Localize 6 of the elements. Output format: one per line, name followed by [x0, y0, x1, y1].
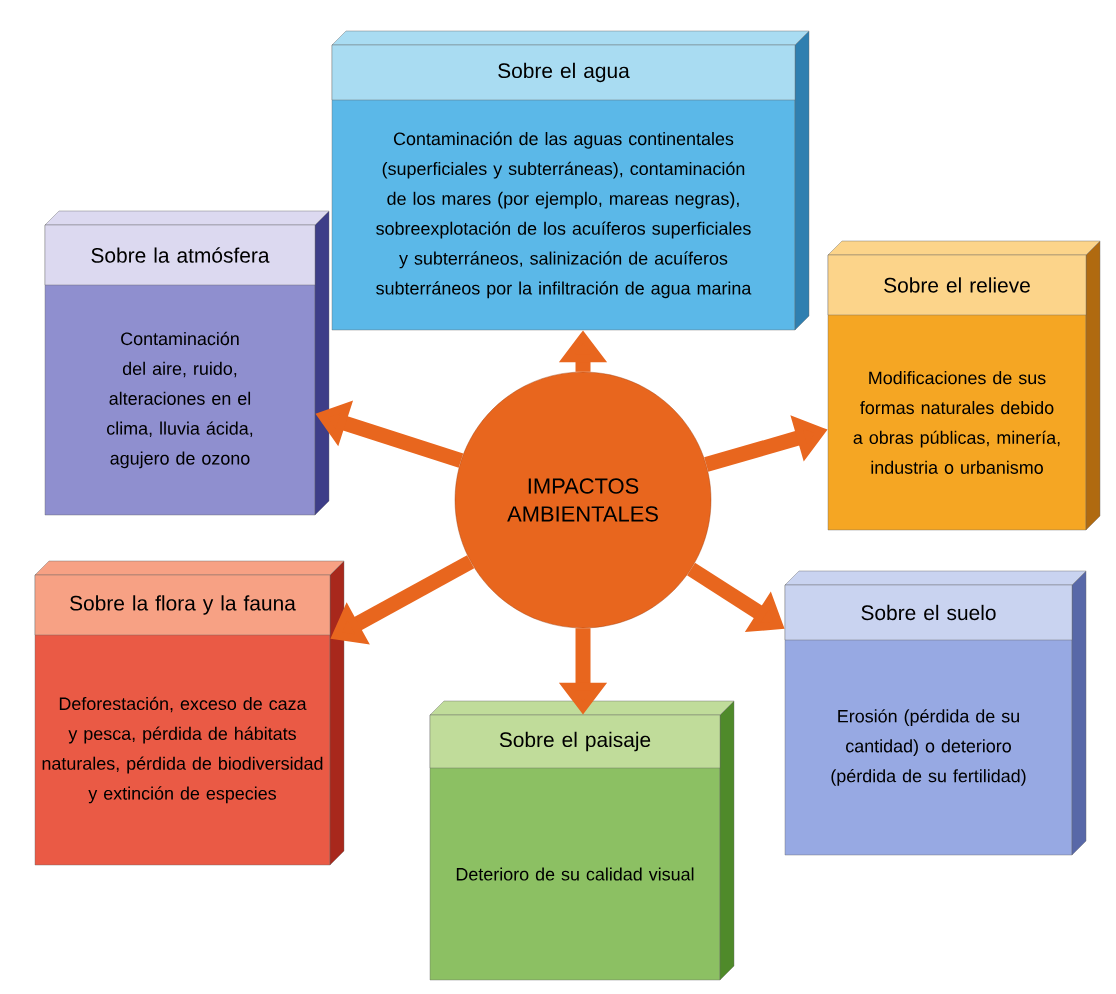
info-box: Sobre la atmósfera Contaminación del aire, ruido, alteraciones en el clima, lluvia ácida, agujero de ozono	[44, 210, 330, 516]
info-box: Sobre la flora y la fauna Deforestación, exceso de caza y pesca, pérdida de hábitats naturales, pérdida de biodiversidad y extinción de especies	[34, 560, 345, 866]
info-box: Sobre el relieve Modificaciones de sus formas naturales debido a obras públicas, minería, industria o urbanismo	[827, 240, 1101, 531]
info-box: Sobre el suelo Erosión (pérdida de su cantidad) o deterioro (pérdida de su fertilidad)	[784, 570, 1087, 856]
info-box: Sobre el agua Contaminación de las aguas continentales (superficiales y subterráneas), contaminación de los mares (por ejemplo, mareas negras), sobreexplotación de los acuíferos superficiales y subterráneos, salinización de acuíferos subterráneos por la infiltración de agua marina	[331, 30, 810, 331]
info-box: Sobre el paisaje Deterioro de su calidad visual	[429, 700, 735, 981]
